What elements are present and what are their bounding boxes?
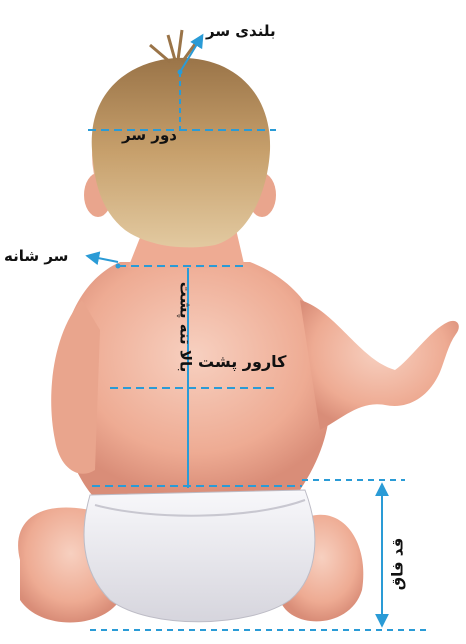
back-length-label: بالا تنه پشت bbox=[176, 282, 194, 373]
right-arm bbox=[300, 300, 459, 430]
torso bbox=[59, 262, 330, 495]
diaper-height-label: قد فاق bbox=[388, 538, 406, 591]
head-height-label: بلندی سر bbox=[206, 22, 276, 40]
shoulder-pointer bbox=[88, 256, 118, 262]
back-width-label: کارور پشت bbox=[198, 352, 286, 371]
hair bbox=[92, 58, 270, 248]
shoulder-label: سر شانه bbox=[4, 247, 68, 265]
left-arm bbox=[51, 300, 100, 474]
head-circumference-label: دور سر bbox=[122, 126, 177, 144]
